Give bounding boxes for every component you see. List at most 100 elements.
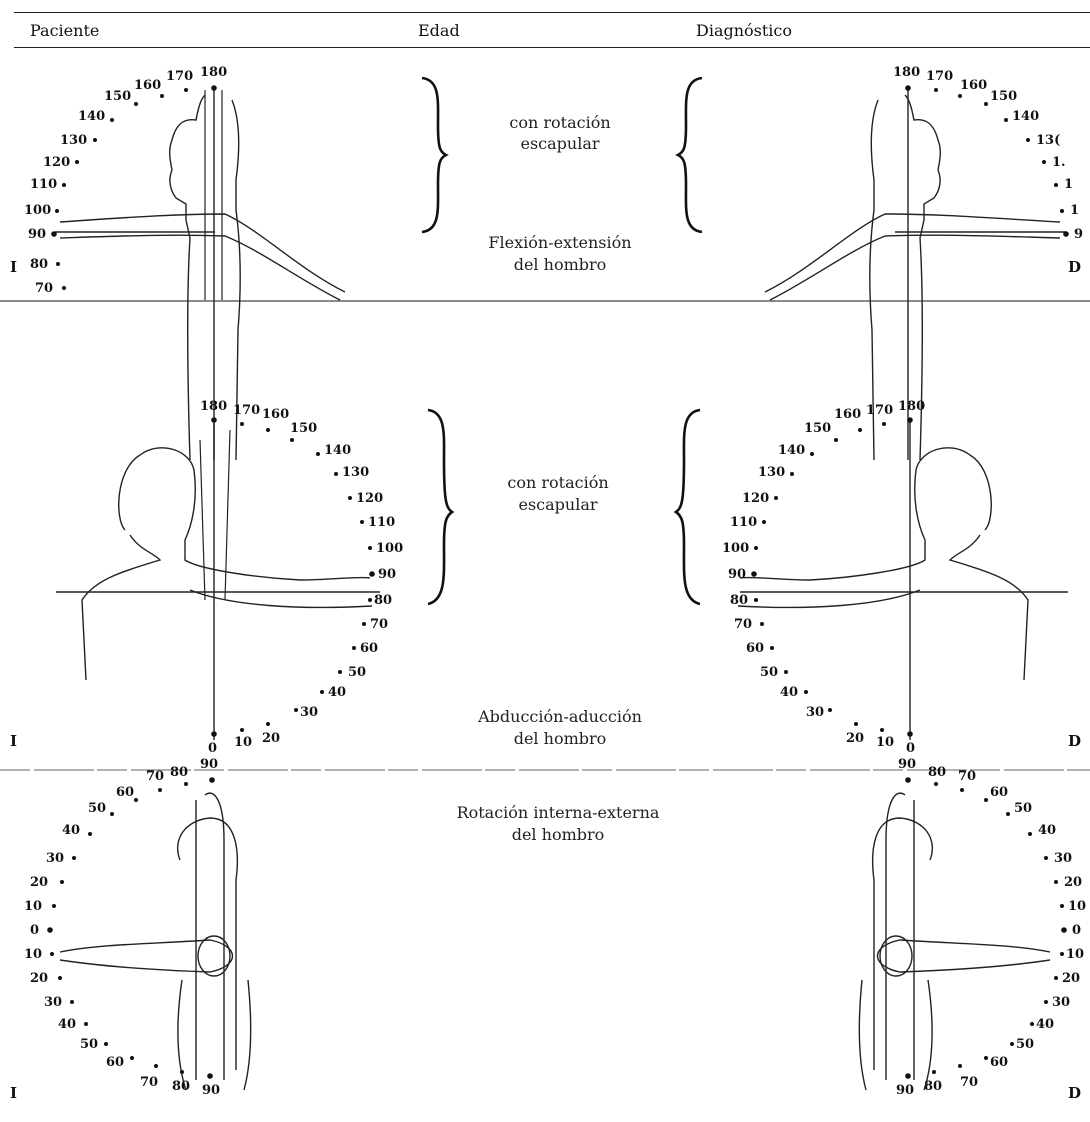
caption-line1-s3: Rotación interna-externa <box>457 803 660 822</box>
abd-10-r: 10 <box>876 735 894 750</box>
caption-line1-s1: Flexión-extensión <box>488 233 631 252</box>
left-abduction-scale: 180 170 160 150 140 130 120 110 100 90 8… <box>200 399 403 756</box>
abd-60-l: 60 <box>360 641 378 656</box>
abd-80-l: 80 <box>374 593 392 608</box>
abd-150-r: 150 <box>804 421 831 436</box>
abd-0-l: 0 <box>208 741 217 756</box>
rot-20-l: 20 <box>30 875 48 890</box>
abd-150-l: 150 <box>290 421 317 436</box>
deg-90-r: 9 <box>1074 227 1083 242</box>
deg-90-l: 90 <box>28 227 46 242</box>
rot-60b-l: 60 <box>106 1055 124 1070</box>
rot-10-l: 10 <box>24 899 42 914</box>
right-flexion-scale: 180 170 160 150 140 13( 1. 1 1 9 <box>893 65 1083 242</box>
deg-100-l: 100 <box>24 203 51 218</box>
rot-90b-l: 90 <box>202 1083 220 1098</box>
deg-180-l: 180 <box>200 65 227 80</box>
rot-50b-l: 50 <box>80 1037 98 1052</box>
rot-10b-l: 10 <box>24 947 42 962</box>
deg-150-r: 150 <box>990 89 1017 104</box>
rot-50-l: 50 <box>88 801 106 816</box>
abd-170-l: 170 <box>233 403 260 418</box>
note-line2-s2: escapular <box>518 495 597 514</box>
abd-170-r: 170 <box>866 403 893 418</box>
deg-170-l: 170 <box>166 69 193 84</box>
rot-60-l: 60 <box>116 785 134 800</box>
rot-70b-r: 70 <box>960 1075 978 1090</box>
deg-160-r: 160 <box>960 78 987 93</box>
abd-120-r: 120 <box>742 491 769 506</box>
brace-left-2 <box>676 410 700 604</box>
abd-20-l: 20 <box>262 731 280 746</box>
deg-170-r: 170 <box>926 69 953 84</box>
rot-90-r-top: 90 <box>898 757 916 772</box>
left-side-marker-2: I <box>10 732 17 750</box>
deg-140-r: 140 <box>1012 109 1039 124</box>
rot-70-l: 70 <box>146 769 164 784</box>
rot-10-r: 10 <box>1068 899 1086 914</box>
rot-0-r: 0 <box>1072 923 1081 938</box>
abd-100-r: 100 <box>722 541 749 556</box>
abd-110-l: 110 <box>368 515 395 530</box>
right-side-marker-2: D <box>1068 732 1081 750</box>
deg-100-r: 1 <box>1070 203 1079 218</box>
deg-130-r: 13( <box>1036 133 1060 148</box>
rot-90-l-top: 90 <box>200 757 218 772</box>
left-side-marker-1: I <box>10 258 17 276</box>
abd-140-l: 140 <box>324 443 351 458</box>
rot-80b-l: 80 <box>172 1079 190 1094</box>
rot-50-r: 50 <box>1014 801 1032 816</box>
rot-30-l: 30 <box>46 851 64 866</box>
deg-130-l: 130 <box>60 133 87 148</box>
abd-30-l: 30 <box>300 705 318 720</box>
brace-right-1 <box>422 78 446 232</box>
abd-70-r: 70 <box>734 617 752 632</box>
rot-50b-r: 50 <box>1016 1037 1034 1052</box>
caption-line2-s3: del hombro <box>512 825 605 844</box>
abd-160-l: 160 <box>262 407 289 422</box>
brace-right-2 <box>428 410 452 604</box>
abd-10-l: 10 <box>234 735 252 750</box>
rot-20b-r: 20 <box>1062 971 1080 986</box>
abd-0-r: 0 <box>906 741 915 756</box>
abd-140-r: 140 <box>778 443 805 458</box>
deg-120-r: 1. <box>1052 155 1066 170</box>
rot-30b-l: 30 <box>44 995 62 1010</box>
rot-0-l: 0 <box>30 923 39 938</box>
abd-90-l: 90 <box>378 567 396 582</box>
abd-60-r: 60 <box>746 641 764 656</box>
deg-120-l: 120 <box>43 155 70 170</box>
rot-70b-l: 70 <box>140 1075 158 1090</box>
rotation-section: 90 80 70 60 50 40 30 20 10 0 10 20 30 <box>10 757 1086 1102</box>
rot-40-r: 40 <box>1038 823 1056 838</box>
caption-line2-s2: del hombro <box>514 729 607 748</box>
abd-20-r: 20 <box>846 731 864 746</box>
abd-30-r: 30 <box>806 705 824 720</box>
deg-110-l: 110 <box>30 177 57 192</box>
right-side-marker-3: D <box>1068 1084 1081 1102</box>
abd-130-l: 130 <box>342 465 369 480</box>
deg-70-l: 70 <box>35 281 53 296</box>
rot-10b-r: 10 <box>1066 947 1084 962</box>
rot-60-r: 60 <box>990 785 1008 800</box>
rot-20b-l: 20 <box>30 971 48 986</box>
rot-30b-r: 30 <box>1052 995 1070 1010</box>
rot-80-l: 80 <box>170 765 188 780</box>
left-side-marker-3: I <box>10 1084 17 1102</box>
abd-100-l: 100 <box>376 541 403 556</box>
abd-120-l: 120 <box>356 491 383 506</box>
caption-line2-s1: del hombro <box>514 255 607 274</box>
rot-70-r: 70 <box>958 769 976 784</box>
caption-line1-s2: Abducción-aducción <box>477 707 642 726</box>
abd-50-l: 50 <box>348 665 366 680</box>
note-line1-s2: con rotación <box>507 473 608 492</box>
rot-80b-r: 80 <box>924 1079 942 1094</box>
rot-80-r: 80 <box>928 765 946 780</box>
deg-80-l: 80 <box>30 257 48 272</box>
deg-160-l: 160 <box>134 78 161 93</box>
rot-90b-r: 90 <box>896 1083 914 1098</box>
deg-140-l: 140 <box>78 109 105 124</box>
deg-150-l: 150 <box>104 89 131 104</box>
rot-20-r: 20 <box>1064 875 1082 890</box>
